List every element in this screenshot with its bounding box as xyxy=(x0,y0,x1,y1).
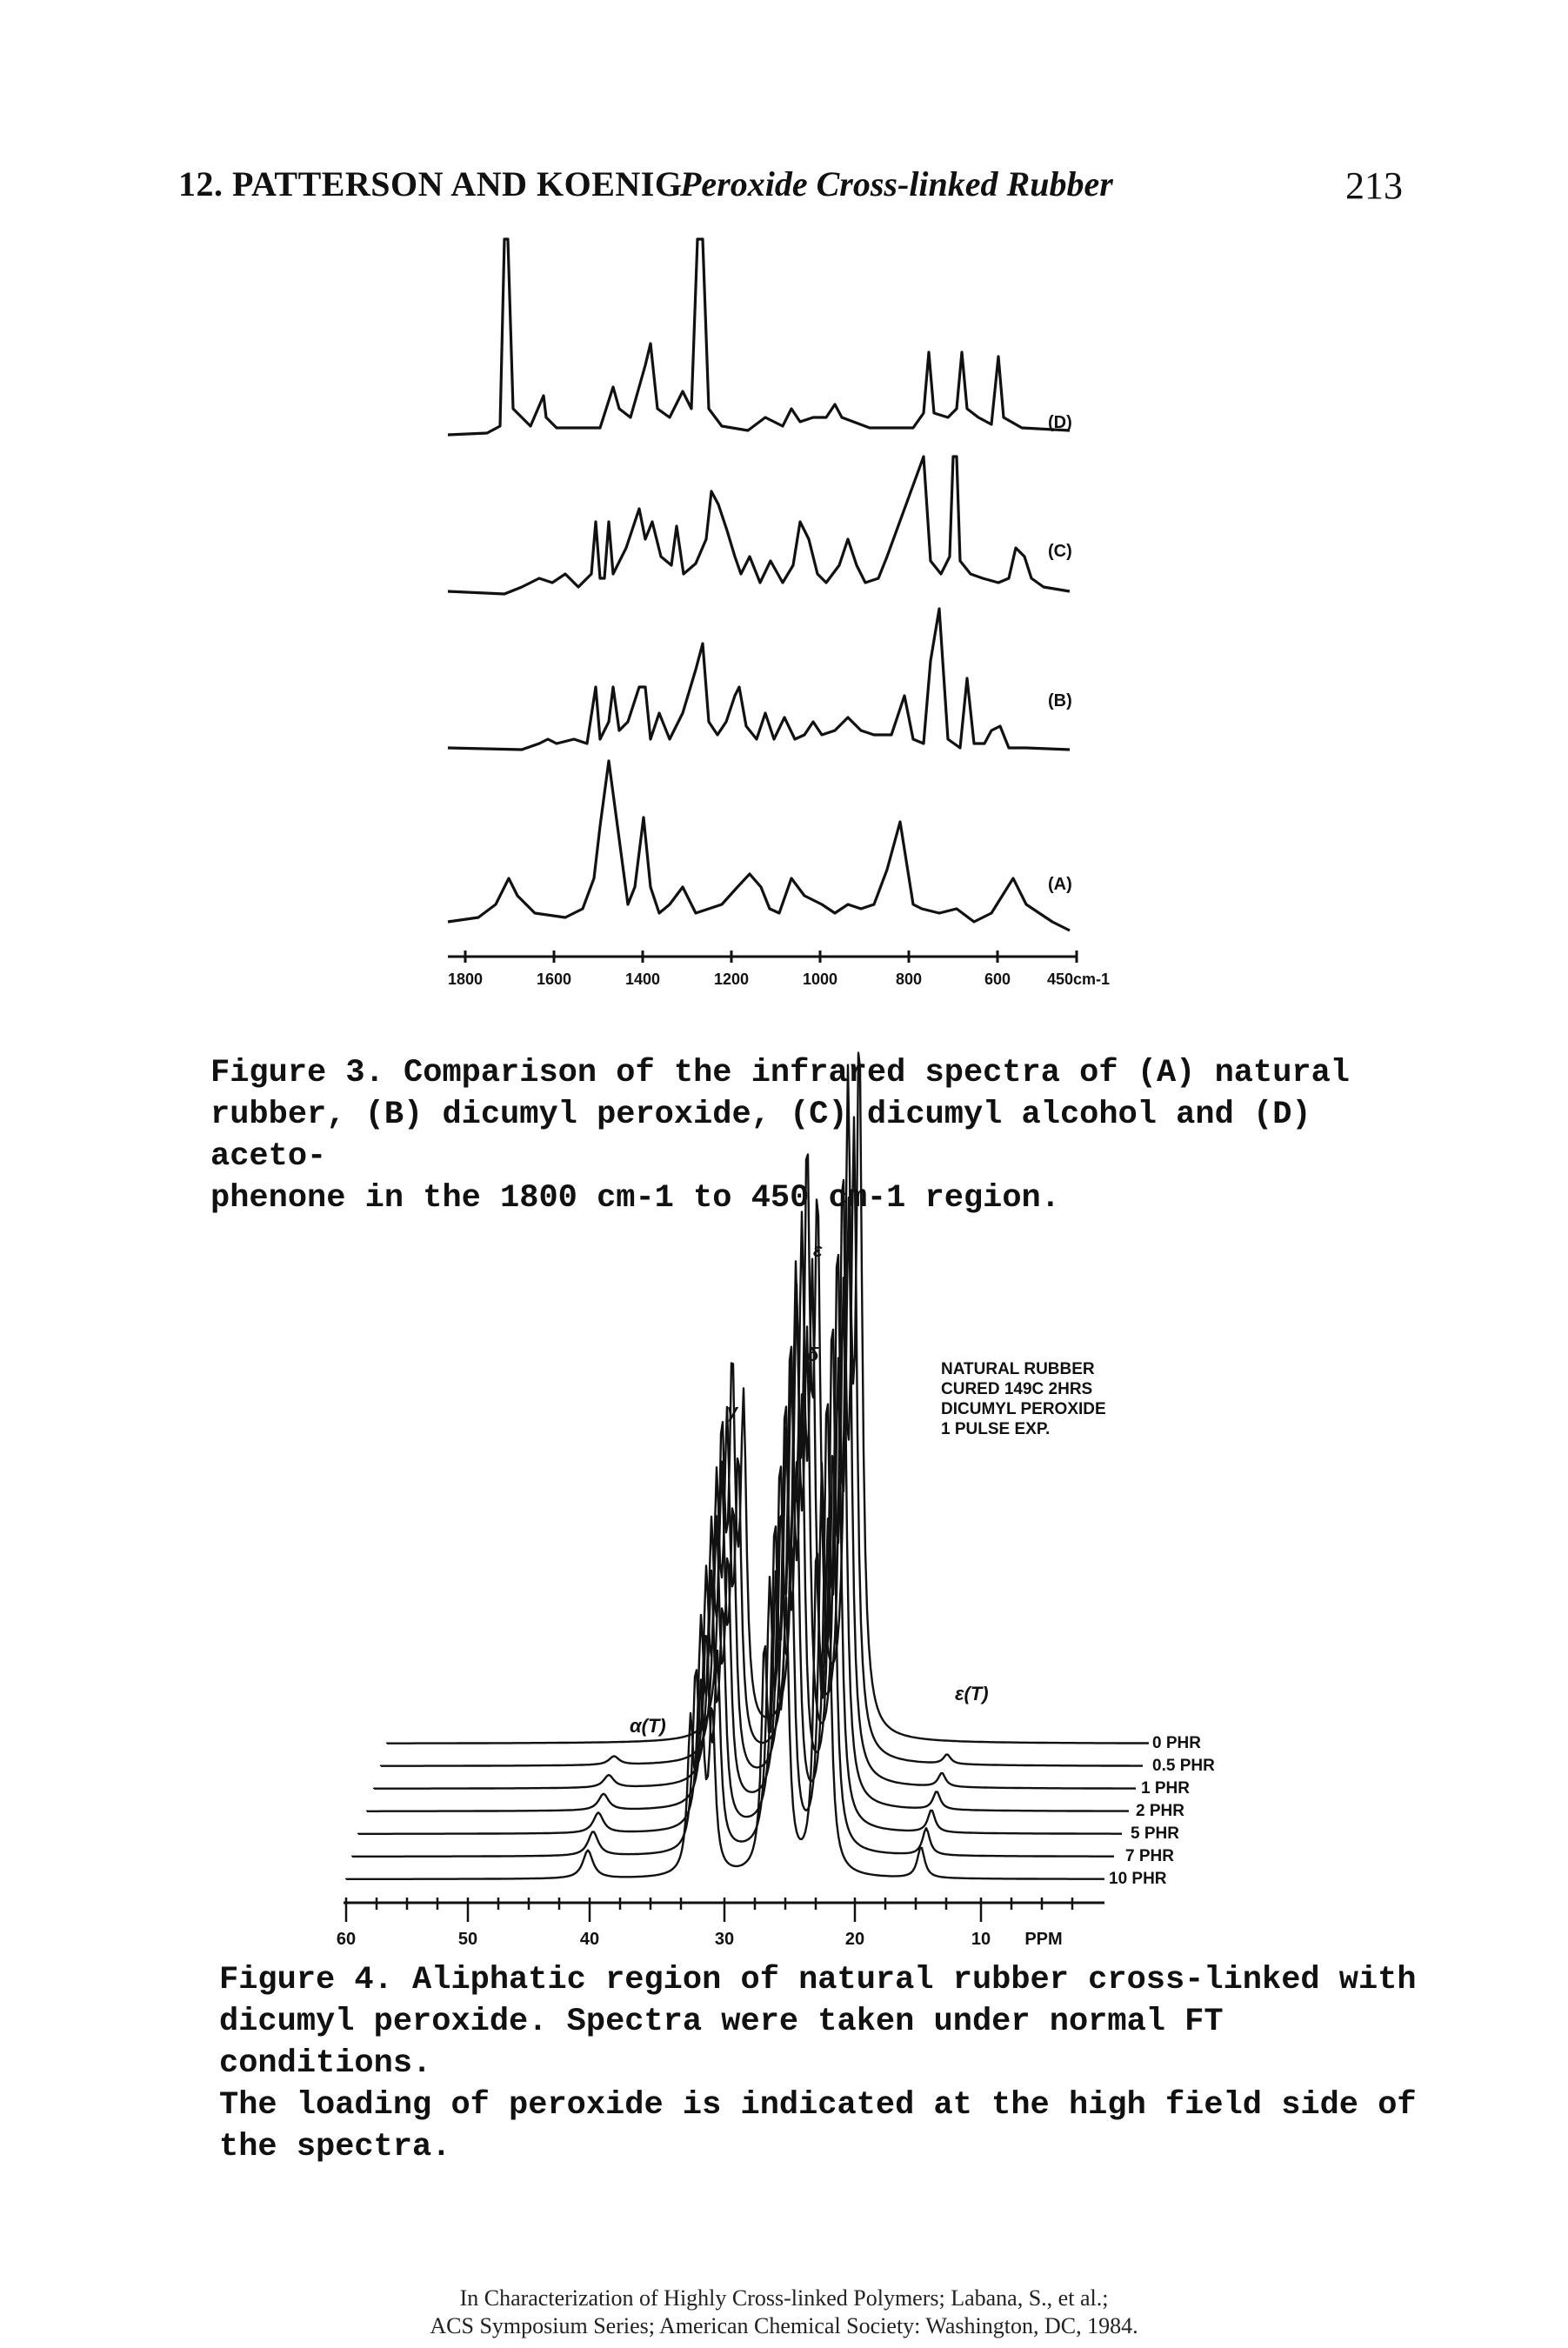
nmr-tick-label: 30 xyxy=(715,1930,734,1948)
experiment-annotation: NATURAL RUBBER CURED 149C 2HRS DICUMYL P… xyxy=(941,1360,1106,1438)
nmr-tick-label: 10 xyxy=(971,1930,991,1948)
running-title: Peroxide Cross-linked Rubber xyxy=(680,164,1113,203)
source-note-line2: ACS Symposium Series; American Chemical … xyxy=(430,2313,1138,2338)
page-number: 213 xyxy=(1345,164,1403,207)
figure3-caption: Figure 3. Comparison of the infrared spe… xyxy=(210,1052,1419,1219)
nmr-trace-3 xyxy=(365,1277,1129,1812)
ir-spectrum-a xyxy=(447,759,1071,932)
loading-label-0: 0 PHR xyxy=(1152,1734,1201,1752)
annotation-line: 1 PULSE EXP. xyxy=(941,1420,1050,1438)
peak-label-alpha-t: α(T) xyxy=(630,1715,666,1737)
ir-tick-label: 1400 xyxy=(625,971,660,988)
ir-tick-label: 600 xyxy=(984,971,1011,988)
annotation-line: NATURAL RUBBER xyxy=(941,1360,1095,1378)
peak-label-delta: δ xyxy=(807,1344,819,1365)
curve-label-c: (C) xyxy=(1048,542,1072,561)
figure3-ir-spectra: (D) (C) (B) (A) 1800 1600 1400 1200 1000… xyxy=(447,237,1110,988)
caption-line: phenone in the 1800 cm-1 to 450 cm-1 reg… xyxy=(210,1180,1060,1217)
nmr-trace-6 xyxy=(344,1518,1104,1880)
nmr-trace-2 xyxy=(372,1196,1136,1790)
loading-label-0-5: 0.5 PHR xyxy=(1152,1757,1215,1775)
annotation-line: CURED 149C 2HRS xyxy=(941,1380,1092,1398)
peak-label-epsilon-t: ε(T) xyxy=(955,1683,989,1704)
loading-label-2: 2 PHR xyxy=(1136,1802,1184,1820)
annotation-line: DICUMYL PEROXIDE xyxy=(941,1400,1106,1418)
caption-line: Figure 4. Aliphatic region of natural ru… xyxy=(219,1962,1417,1998)
nmr-trace-group xyxy=(344,1051,1150,1880)
nmr-trace-1 xyxy=(379,1116,1143,1767)
ir-tick-label: 1000 xyxy=(803,971,837,988)
ir-tick-label: 450cm-1 xyxy=(1047,971,1110,988)
peak-label-epsilon: ε xyxy=(813,1239,823,1261)
figure4-caption: Figure 4. Aliphatic region of natural ru… xyxy=(219,1959,1428,2168)
caption-line: rubber, (B) dicumyl peroxide, (C) dicumy… xyxy=(210,1097,1311,1176)
curve-label-d: (D) xyxy=(1048,413,1072,432)
loading-label-7: 7 PHR xyxy=(1125,1847,1174,1865)
loading-label-1: 1 PHR xyxy=(1141,1779,1190,1798)
source-note-line1: In Characterization of Highly Cross-link… xyxy=(459,2285,1109,2311)
curve-label-a: (A) xyxy=(1048,875,1072,894)
caption-line: Figure 3. Comparison of the infrared spe… xyxy=(210,1055,1351,1091)
loading-label-5: 5 PHR xyxy=(1131,1824,1179,1843)
nmr-tick-label: 50 xyxy=(458,1930,477,1948)
nmr-trace-5 xyxy=(350,1455,1114,1858)
caption-line: The loading of peroxide is indicated at … xyxy=(219,2087,1417,2125)
peak-label-gamma: γ xyxy=(727,1400,739,1422)
loading-label-10: 10 PHR xyxy=(1109,1870,1167,1888)
caption-line: dicumyl peroxide. Spectra were taken und… xyxy=(219,2004,1224,2083)
nmr-tick-label: PPM xyxy=(1024,1930,1062,1948)
curve-label-b: (B) xyxy=(1048,691,1072,710)
nmr-trace-4 xyxy=(357,1357,1122,1835)
ir-spectrum-d xyxy=(447,237,1071,437)
ir-tick-label: 1200 xyxy=(714,971,749,988)
ir-spectrum-b xyxy=(447,607,1071,751)
ir-tick-label: 800 xyxy=(896,971,922,988)
chapter-heading: 12. PATTERSON AND KOENIG xyxy=(178,164,683,203)
ir-tick-label: 1600 xyxy=(537,971,571,988)
nmr-tick-label: 40 xyxy=(580,1930,599,1948)
ir-spectrum-c xyxy=(447,455,1071,596)
figure4-nmr-spectra: ε δ γ α(T) ε(T) NATURAL RUBBER CURED 149… xyxy=(337,1051,1215,1948)
caption-line: the spectra. xyxy=(219,2129,451,2166)
nmr-tick-label: 60 xyxy=(337,1930,356,1948)
ir-tick-label: 1800 xyxy=(448,971,483,988)
nmr-tick-label: 20 xyxy=(845,1930,864,1948)
